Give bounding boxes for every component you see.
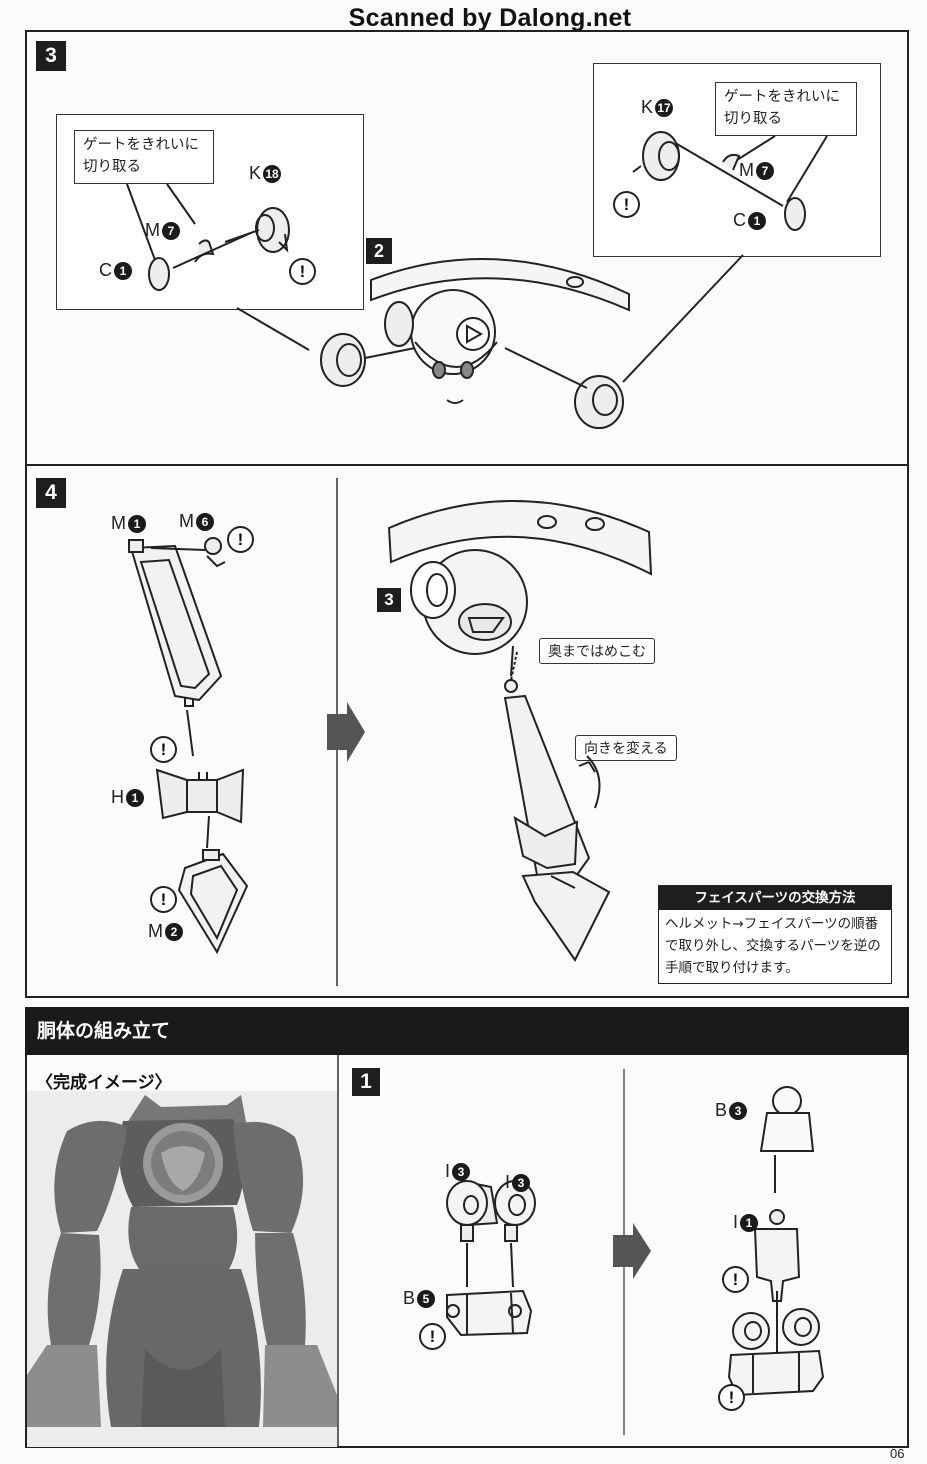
step3-badge: 3 [36, 41, 66, 71]
warning-icon: ! [150, 886, 177, 913]
note-line: ゲートをきれいに [724, 89, 840, 105]
info-line: ヘルメット→フェイスパーツの順番 [665, 916, 879, 932]
torso-step-badge: 1 [352, 1068, 380, 1096]
step3-illustration [126, 131, 828, 429]
step3-right-gate-note: ゲートをきれいに 切り取る [715, 82, 857, 136]
warning-icon: ! [722, 1266, 749, 1293]
step4-illustration [128, 478, 653, 986]
warning-icon: ! [419, 1323, 446, 1350]
warning-icon: ! [150, 736, 177, 763]
watermark-header: Scanned by Dalong.net [348, 4, 632, 32]
page-number: 06 [890, 1446, 905, 1461]
face-swap-body: ヘルメット→フェイスパーツの順番 で取り外し、交換するパーツを逆の 手順で取り付… [659, 910, 891, 983]
change-direction-callout: 向きを変える [575, 735, 677, 761]
info-line: 手順で取り付けます。 [665, 960, 799, 976]
note-line: 切り取る [724, 111, 782, 127]
step3-left-gate-note: ゲートをきれいに 切り取る [74, 130, 214, 184]
face-swap-info-box: フェイスパーツの交換方法 ヘルメット→フェイスパーツの順番 で取り外し、交換する… [658, 885, 892, 984]
warning-icon: ! [613, 191, 640, 218]
note-line: ゲートをきれいに [83, 137, 199, 153]
note-line: 切り取る [83, 159, 141, 175]
warning-icon: ! [718, 1384, 745, 1411]
sub-step-badge: 3 [377, 588, 401, 612]
section-title-bar: 胴体の組み立て [25, 1007, 909, 1055]
face-swap-title: フェイスパーツの交換方法 [659, 886, 891, 910]
torso-illustration [27, 1055, 825, 1447]
completed-image-label: 〈完成イメージ〉 [36, 1073, 172, 1093]
info-line: で取り外し、交換するパーツを逆の [665, 938, 881, 954]
warning-icon: ! [227, 526, 254, 553]
sub-step-badge: 2 [366, 238, 392, 264]
insert-fully-callout: 奥まではめこむ [539, 638, 655, 664]
warning-icon: ! [289, 258, 316, 285]
step4-badge: 4 [36, 478, 66, 508]
